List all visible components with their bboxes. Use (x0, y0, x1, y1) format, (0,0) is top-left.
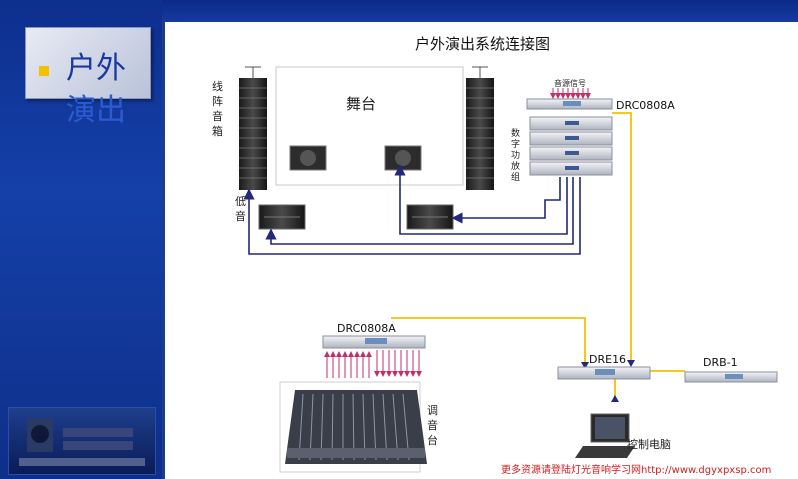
drc-processor-bottom (322, 335, 426, 349)
amplifier-group (529, 116, 613, 176)
sub-char: 低 (235, 195, 246, 208)
laptop-icon (575, 413, 635, 458)
console-label: 调 音 台 (427, 404, 442, 447)
sub-label: 低 音 (235, 195, 250, 223)
diagram-title: 户外演出系统连接图 (415, 35, 550, 53)
line-array-char: 线 (212, 79, 223, 93)
line-array-speaker-left (239, 66, 267, 190)
dre16-unit (557, 366, 651, 380)
drb-label: DRB-1 (703, 356, 738, 369)
drc-processor-top (526, 98, 613, 110)
console-to-drc-cables (324, 351, 372, 378)
slide-heading-line2: 演出 (66, 93, 126, 128)
amp-group-char: 数 (511, 127, 520, 139)
signal-cables (391, 112, 685, 402)
line-array-char: 箱 (212, 124, 223, 138)
dre-label: DRE16 (589, 353, 626, 366)
speaker-cables (243, 164, 581, 255)
amp-group-char: 功 (511, 150, 520, 161)
slide-heading-line1: 户外 (66, 51, 126, 86)
drc-to-console-cables (374, 350, 422, 377)
connection-diagram: 户外演出系统连接图 舞台 线 阵 音 箱 低 音 (212, 35, 778, 476)
audio-signal-label: 音源信号 (554, 78, 586, 88)
line-array-label: 线 阵 音 箱 (212, 79, 227, 138)
line-array-char: 音 (212, 109, 223, 123)
top-banner (0, 0, 798, 22)
drc-bottom-label: DRC0808A (337, 322, 396, 335)
sidebar-equipment-photo (8, 407, 156, 475)
signal-arrowheads (581, 360, 635, 402)
drb1-unit (684, 371, 778, 383)
mixing-console (285, 390, 427, 464)
stage-monitor-right (384, 145, 422, 171)
drc-top-label: DRC0808A (616, 99, 675, 112)
console-char: 音 (427, 418, 438, 432)
sub-char: 音 (235, 209, 246, 223)
line-array-speaker-right (466, 66, 494, 190)
pc-label: 控制电脑 (627, 437, 671, 451)
subwoofer-left (258, 204, 306, 230)
amp-group-char: 字 (511, 138, 520, 150)
sidebar-divider (162, 22, 165, 479)
console-char: 调 (427, 404, 438, 417)
heading-box (25, 27, 151, 99)
amp-group-char: 放 (511, 160, 520, 172)
stage-monitor-left (289, 145, 327, 171)
audio-signal-inputs (550, 88, 591, 99)
amp-group-char: 组 (511, 171, 520, 183)
subwoofer-right (406, 204, 454, 230)
stage-label: 舞台 (346, 95, 376, 113)
line-array-char: 阵 (212, 94, 223, 108)
console-char: 台 (427, 433, 438, 447)
footer-text: 更多资源请登陆灯光音响学习网http://www.dgyxpxsp.com (501, 463, 771, 476)
bullet-icon (39, 66, 49, 76)
amp-group-label: 数 字 功 放 组 (511, 127, 523, 183)
